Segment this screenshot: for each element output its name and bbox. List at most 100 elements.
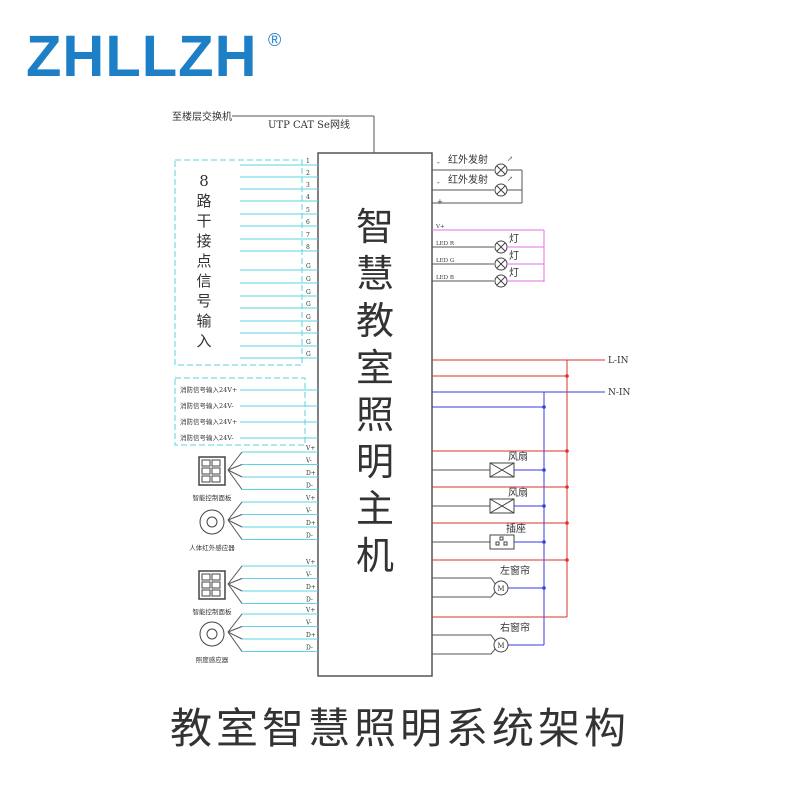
device-lead (227, 626, 243, 633)
ir-x (496, 165, 506, 175)
panel-button-icon (201, 467, 211, 475)
pin-label: 4 (306, 194, 310, 201)
pin-label: 6 (306, 219, 310, 226)
led-pin-label: LED G (436, 258, 454, 264)
device-lead (227, 469, 243, 478)
dry-contact-label-char: 入 (196, 332, 211, 350)
pin-label: V+ (305, 559, 315, 566)
pin-label: D+ (306, 632, 316, 639)
panel-button-icon (201, 459, 211, 467)
pin-label: G (306, 326, 311, 333)
host-label-char: 教 (356, 299, 394, 343)
device-lead (227, 469, 243, 490)
socket-hole (503, 541, 508, 546)
pin-label: D- (306, 597, 313, 604)
device-lead (227, 613, 243, 633)
dry-contact-label-char: 输 (196, 312, 211, 330)
device-label: 人体红外感应器 (189, 543, 235, 552)
curtain-motor-wire (432, 577, 497, 598)
junction-dot (542, 405, 546, 409)
dry-contact-label-char: 路 (196, 192, 211, 210)
load-label: 风扇 (508, 450, 528, 463)
junction-dot (542, 468, 546, 472)
dry-contact-label-char: 号 (196, 292, 211, 310)
diagram-title: 教室智慧照明系统架构 (169, 704, 630, 753)
ir-pin-label: - (437, 158, 440, 167)
pin-label: D- (306, 645, 313, 652)
sensor-icon (199, 621, 225, 647)
dry-contact-label-char: 8 (199, 172, 209, 190)
panel-button-icon (211, 475, 221, 483)
panel-button-icon (211, 589, 221, 597)
fire-input-label: 消防信号输入24V- (180, 433, 234, 442)
lamp-x (496, 259, 506, 269)
curtain-motor-wire (432, 634, 497, 655)
lamp-label: 灯 (509, 267, 519, 279)
pin-label: D+ (306, 470, 316, 477)
fire-input-label: 消防信号输入24V- (180, 401, 234, 410)
host-label-char: 智 (356, 205, 394, 249)
device-lead (227, 583, 243, 592)
panel-button-icon (201, 589, 211, 597)
dry-contact-label-char: 信 (196, 272, 211, 290)
pin-label: G (306, 276, 311, 283)
device-lead (227, 519, 243, 540)
pin-label: G (306, 314, 311, 321)
junction-dot (542, 540, 546, 544)
load-label: 风扇 (508, 486, 528, 499)
device-label: 智能控制面板 (193, 493, 233, 502)
led-pin-label: LED B (436, 275, 454, 281)
pin-label: V- (305, 508, 312, 515)
host-label-char: 照 (356, 393, 394, 437)
junction-dot (565, 521, 569, 525)
device-lead (227, 631, 243, 652)
junction-dot (565, 374, 569, 378)
registered-mark: ® (268, 30, 282, 50)
ir-plus-label: + (437, 198, 443, 206)
device-lead (227, 519, 243, 528)
lamp-x (496, 276, 506, 286)
lamp-label: 灯 (509, 250, 519, 262)
dry-contact-label-char: 接 (196, 232, 211, 250)
load-label: 左窗帘 (500, 564, 530, 577)
panel-button-icon (201, 573, 211, 581)
junction-dot (565, 558, 569, 562)
socket-hole (499, 536, 504, 541)
ir-label: 红外发射 (448, 153, 488, 166)
device-label: 智能控制面板 (193, 607, 233, 616)
host-label-char: 明 (356, 440, 394, 484)
led-vplus-label: V+ (435, 224, 445, 230)
sensor-inner-icon (206, 516, 218, 528)
pin-label: D- (306, 483, 313, 490)
panel-button-icon (211, 459, 221, 467)
device-lead (227, 464, 243, 471)
device-lead (227, 451, 243, 471)
neutral-label: N-IN (608, 388, 630, 398)
brand-logo: ZHLLZH (26, 24, 258, 89)
pin-label: V+ (305, 445, 315, 452)
ir-label: 红外发射 (448, 173, 488, 186)
device-lead (227, 631, 243, 640)
pin-label: V- (305, 458, 312, 465)
pin-label: 3 (306, 182, 310, 189)
panel-button-icon (201, 475, 211, 483)
panel-button-icon (211, 573, 221, 581)
pin-label: 1 (306, 158, 310, 165)
motor-letter: M (497, 585, 504, 593)
pin-label: G (306, 263, 311, 270)
dry-contact-label-char: 干 (196, 212, 211, 230)
load-label: 右窗帘 (500, 621, 530, 634)
pin-label: D- (306, 533, 313, 540)
cable-label: UTP CAT Se网线 (268, 118, 350, 131)
junction-dot (565, 485, 569, 489)
motor-letter: M (497, 642, 504, 650)
pin-label: D+ (306, 584, 316, 591)
junction-dot (542, 586, 546, 590)
host-box (317, 152, 433, 677)
dry-contact-label-char: 点 (196, 252, 211, 270)
pin-label: 5 (306, 207, 310, 214)
panel-button-icon (211, 467, 221, 475)
dry-contact-box (174, 159, 303, 366)
junction-dot (542, 504, 546, 508)
